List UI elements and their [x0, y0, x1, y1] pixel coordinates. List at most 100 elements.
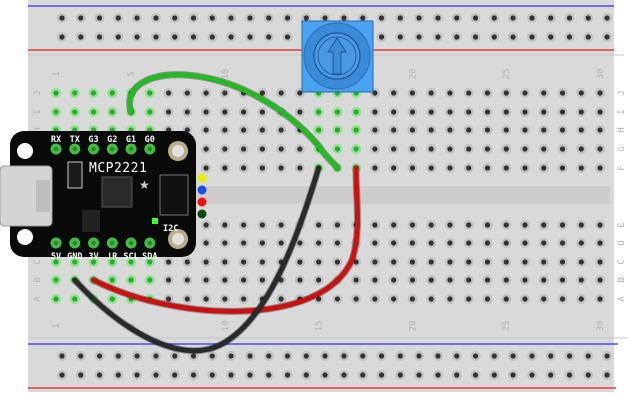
hole-H20[interactable]	[407, 125, 418, 135]
hole-G26[interactable]	[520, 144, 530, 154]
hole-F27[interactable]	[538, 163, 549, 173]
hole-H15[interactable]	[313, 125, 324, 135]
hole-A19[interactable]	[388, 294, 399, 304]
top-rail-hole[interactable]	[602, 32, 613, 42]
hole-D27[interactable]	[538, 238, 549, 248]
potentiometer[interactable]	[301, 20, 374, 93]
bottom-rail-hole[interactable]	[527, 351, 537, 361]
top-rail-hole[interactable]	[188, 13, 199, 23]
hole-F22[interactable]	[444, 163, 455, 173]
hole-G21[interactable]	[426, 144, 437, 154]
hole-B18[interactable]	[369, 275, 380, 285]
bottom-rail-hole[interactable]	[282, 370, 293, 380]
top-rail-hole[interactable]	[75, 32, 86, 42]
hole-J20[interactable]	[407, 88, 418, 98]
bottom-rail-hole[interactable]	[245, 370, 255, 380]
hole-A17[interactable]	[351, 294, 362, 304]
hole-I10[interactable]	[219, 107, 230, 117]
hole-J28[interactable]	[557, 88, 568, 98]
hole-J6[interactable]	[144, 88, 155, 98]
hole-C7[interactable]	[163, 257, 174, 267]
top-rail-hole[interactable]	[113, 13, 124, 23]
hole-D22[interactable]	[444, 238, 455, 248]
hole-A4[interactable]	[107, 294, 118, 304]
top-rail-hole[interactable]	[470, 13, 481, 23]
hole-I3[interactable]	[88, 107, 99, 117]
hole-J1[interactable]	[51, 88, 61, 98]
hole-I19[interactable]	[388, 107, 399, 117]
hole-B20[interactable]	[407, 275, 418, 285]
hole-E23[interactable]	[463, 220, 474, 230]
hole-J8[interactable]	[182, 88, 193, 98]
hole-B17[interactable]	[351, 275, 362, 285]
top-rail-hole[interactable]	[226, 32, 237, 42]
hole-B14[interactable]	[294, 275, 305, 285]
top-rail-hole[interactable]	[470, 32, 481, 42]
hole-G13[interactable]	[276, 144, 287, 154]
hole-I8[interactable]	[182, 107, 193, 117]
hole-I20[interactable]	[407, 107, 418, 117]
hole-H12[interactable]	[257, 125, 268, 135]
bottom-rail-hole[interactable]	[226, 351, 237, 361]
top-rail-hole[interactable]	[414, 13, 425, 23]
bottom-rail-hole[interactable]	[357, 351, 368, 361]
hole-E19[interactable]	[388, 220, 399, 230]
bottom-rail-hole[interactable]	[602, 370, 613, 380]
hole-H22[interactable]	[444, 125, 455, 135]
hole-C12[interactable]	[257, 257, 268, 267]
hole-H27[interactable]	[538, 125, 549, 135]
top-rail-hole[interactable]	[282, 32, 293, 42]
hole-D29[interactable]	[576, 238, 587, 248]
hole-E22[interactable]	[444, 220, 455, 230]
top-rail-hole[interactable]	[376, 13, 387, 23]
top-rail-hole[interactable]	[545, 32, 556, 42]
bottom-rail-hole[interactable]	[263, 370, 274, 380]
hole-H19[interactable]	[388, 125, 399, 135]
bottom-rail-hole[interactable]	[151, 370, 161, 380]
bottom-rail-hole[interactable]	[433, 370, 443, 380]
hole-F26[interactable]	[520, 163, 530, 173]
top-rail-hole[interactable]	[151, 13, 161, 23]
hole-G30[interactable]	[595, 144, 606, 154]
top-rail-hole[interactable]	[583, 13, 594, 23]
bottom-rail-hole[interactable]	[376, 351, 387, 361]
hole-B11[interactable]	[238, 275, 249, 285]
hole-C14[interactable]	[294, 257, 305, 267]
hole-I24[interactable]	[482, 107, 493, 117]
top-rail-hole[interactable]	[433, 13, 443, 23]
hole-D23[interactable]	[463, 238, 474, 248]
hole-A7[interactable]	[163, 294, 174, 304]
hole-I22[interactable]	[444, 107, 455, 117]
bottom-rail-hole[interactable]	[320, 351, 331, 361]
hole-D13[interactable]	[276, 238, 287, 248]
bottom-rail-hole[interactable]	[188, 351, 199, 361]
hole-I23[interactable]	[463, 107, 474, 117]
hole-C25[interactable]	[501, 257, 512, 267]
hole-B26[interactable]	[520, 275, 530, 285]
bottom-rail-hole[interactable]	[395, 370, 406, 380]
hole-E16[interactable]	[332, 220, 343, 230]
bottom-rail-hole[interactable]	[470, 370, 481, 380]
hole-J21[interactable]	[426, 88, 437, 98]
bottom-rail-hole[interactable]	[151, 351, 161, 361]
bottom-rail-hole[interactable]	[57, 351, 67, 361]
bottom-rail-hole[interactable]	[245, 351, 255, 361]
hole-H24[interactable]	[482, 125, 493, 135]
top-rail-hole[interactable]	[94, 13, 105, 23]
hole-F24[interactable]	[482, 163, 493, 173]
bottom-rail-hole[interactable]	[301, 351, 312, 361]
hole-G20[interactable]	[407, 144, 418, 154]
hole-A22[interactable]	[444, 294, 455, 304]
bottom-rail-hole[interactable]	[169, 351, 180, 361]
top-rail-hole[interactable]	[245, 32, 255, 42]
top-rail-hole[interactable]	[282, 13, 293, 23]
bottom-rail-hole[interactable]	[564, 370, 575, 380]
hole-C5[interactable]	[126, 257, 137, 267]
hole-D14[interactable]	[294, 238, 305, 248]
hole-D15[interactable]	[313, 238, 324, 248]
bottom-rail-hole[interactable]	[94, 370, 105, 380]
hole-I27[interactable]	[538, 107, 549, 117]
hole-A18[interactable]	[369, 294, 380, 304]
hole-B10[interactable]	[219, 275, 230, 285]
hole-I28[interactable]	[557, 107, 568, 117]
